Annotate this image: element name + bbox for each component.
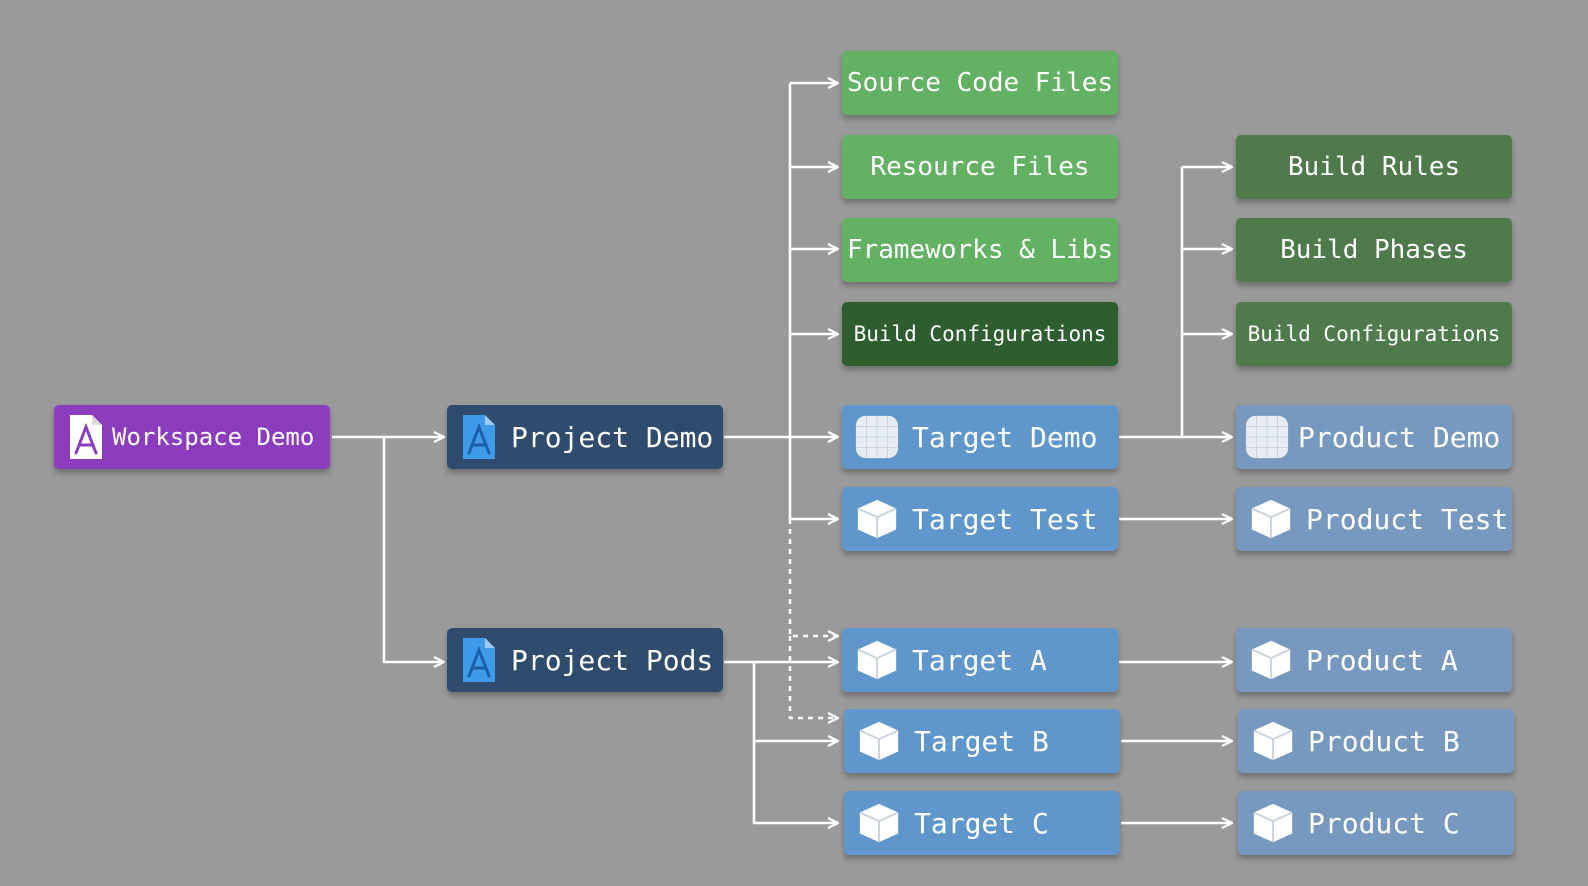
bundle-cube-icon (857, 499, 897, 539)
product-a-node[interactable]: Product A (1236, 628, 1512, 692)
node-label: Frameworks & Libs (846, 235, 1114, 265)
node-label: Build Phases (1280, 235, 1468, 265)
node-label: Build Rules (1287, 152, 1461, 182)
node-label: Product Demo (1298, 420, 1501, 454)
target-test-node[interactable]: Target Test (842, 487, 1118, 551)
node-label: Product Test (1306, 502, 1509, 536)
build-phases-node[interactable]: Build Phases (1236, 218, 1512, 282)
bundle-cube-icon (859, 721, 899, 761)
bundle-cube-icon (859, 803, 899, 843)
dependency-target-test-target-a (788, 519, 838, 636)
target-build-configurations-node[interactable]: Build Configurations (1236, 302, 1512, 366)
frameworks-libs-node[interactable]: Frameworks & Libs (842, 218, 1118, 282)
resource-files-node[interactable]: Resource Files (842, 135, 1118, 199)
node-label: Build Configurations (853, 322, 1107, 346)
bundle-cube-icon (1251, 640, 1291, 680)
project-pods-node[interactable]: Project Pods (447, 628, 723, 692)
project-build-configurations-node[interactable]: Build Configurations (842, 302, 1118, 366)
node-label: Resource Files (870, 152, 1090, 182)
bundle-cube-icon (857, 640, 897, 680)
xcode-project-icon (463, 638, 495, 682)
node-label: Target A (912, 643, 1047, 677)
node-label: Product B (1308, 724, 1460, 758)
workspace-demo-node[interactable]: Workspace Demo (54, 405, 330, 469)
xcode-workspace-icon (70, 415, 102, 459)
xcode-project-icon (463, 415, 495, 459)
node-label: Product C (1308, 806, 1460, 840)
connector-project-pods-target-c (752, 741, 838, 823)
dependency-target-test-target-b (788, 636, 838, 718)
target-a-node[interactable]: Target A (842, 628, 1118, 692)
node-label: Target C (914, 806, 1049, 840)
target-b-node[interactable]: Target B (844, 709, 1120, 773)
source-code-files-node[interactable]: Source Code Files (842, 51, 1118, 115)
node-label: Source Code Files (846, 68, 1114, 98)
product-test-node[interactable]: Product Test (1236, 487, 1512, 551)
product-b-node[interactable]: Product B (1238, 709, 1514, 773)
product-demo-node[interactable]: Product Demo (1236, 405, 1512, 469)
node-label: Target B (914, 724, 1049, 758)
node-label: Build Configurations (1247, 322, 1501, 346)
bundle-cube-icon (1253, 803, 1293, 843)
bundle-cube-icon (1251, 499, 1291, 539)
target-demo-node[interactable]: Target Demo (842, 405, 1118, 469)
connector-project-pods-target-b (752, 662, 838, 741)
node-label: Project Demo (511, 420, 714, 454)
node-label: Workspace Demo (112, 423, 315, 451)
build-rules-node[interactable]: Build Rules (1236, 135, 1512, 199)
app-blueprint-icon (855, 415, 899, 459)
node-label: Project Pods (511, 643, 714, 677)
node-label: Target Demo (912, 420, 1098, 454)
node-label: Product A (1306, 643, 1458, 677)
app-blueprint-icon (1245, 415, 1289, 459)
connector-workspace-project-pods (382, 437, 444, 662)
bundle-cube-icon (1253, 721, 1293, 761)
target-c-node[interactable]: Target C (844, 791, 1120, 855)
project-demo-node[interactable]: Project Demo (447, 405, 723, 469)
node-label: Target Test (912, 502, 1098, 536)
product-c-node[interactable]: Product C (1238, 791, 1514, 855)
